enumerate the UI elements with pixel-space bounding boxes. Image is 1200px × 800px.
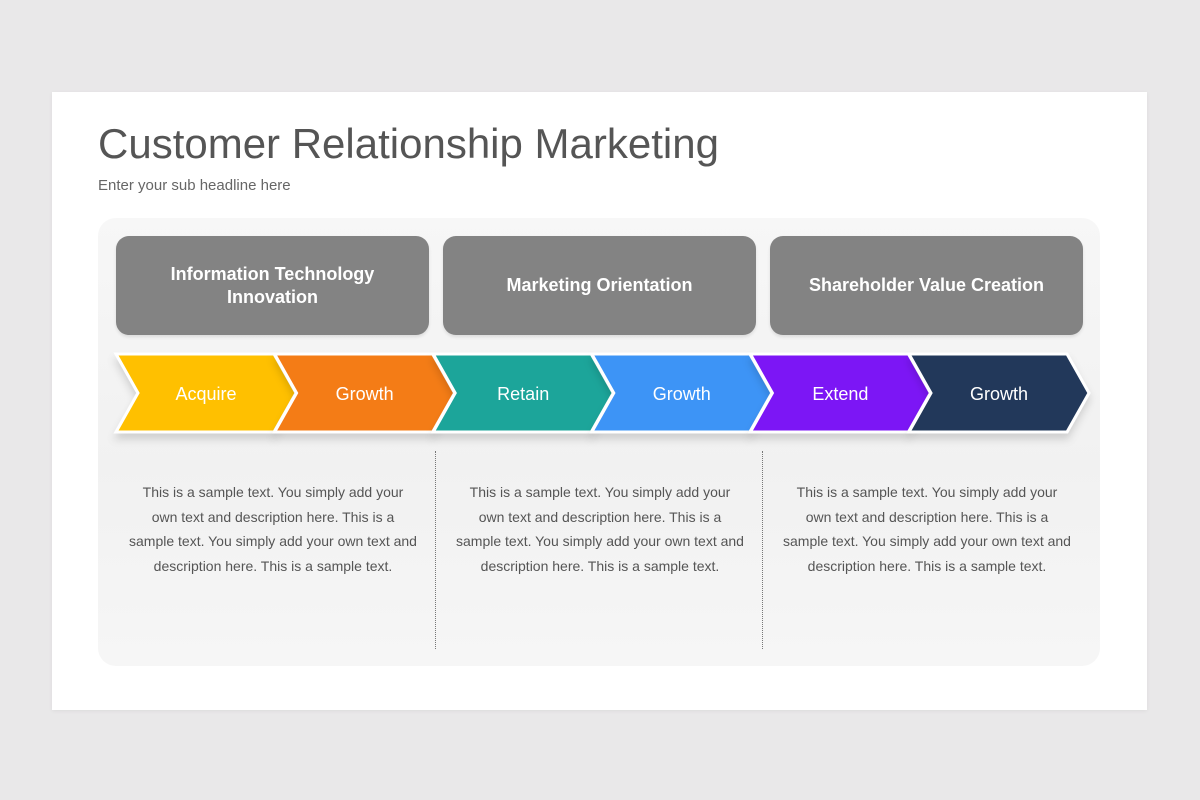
- description-2: This is a sample text. You simply add yo…: [456, 484, 744, 574]
- divider-2: [762, 451, 763, 649]
- step-label-3: Retain: [497, 384, 550, 404]
- header-box-3: Shareholder Value Creation: [770, 236, 1083, 335]
- step-label-1: Acquire: [175, 384, 237, 404]
- page-subtitle: Enter your sub headline here: [98, 177, 291, 194]
- step-label-6: Growth: [969, 384, 1029, 404]
- description-1: This is a sample text. You simply add yo…: [129, 484, 417, 574]
- diagram-panel: Information Technology Innovation Market…: [98, 218, 1100, 666]
- step-label-5: Extend: [812, 384, 869, 404]
- header-box-2: Marketing Orientation: [443, 236, 756, 335]
- page-title: Customer Relationship Marketing: [98, 120, 719, 167]
- slide: Customer Relationship Marketing Enter yo…: [52, 92, 1147, 710]
- header-box-1: Information Technology Innovation: [116, 236, 429, 335]
- description-3: This is a sample text. You simply add yo…: [783, 484, 1071, 574]
- step-label-4: Growth: [652, 384, 711, 404]
- divider-1: [435, 451, 436, 649]
- step-label-2: Growth: [335, 384, 394, 404]
